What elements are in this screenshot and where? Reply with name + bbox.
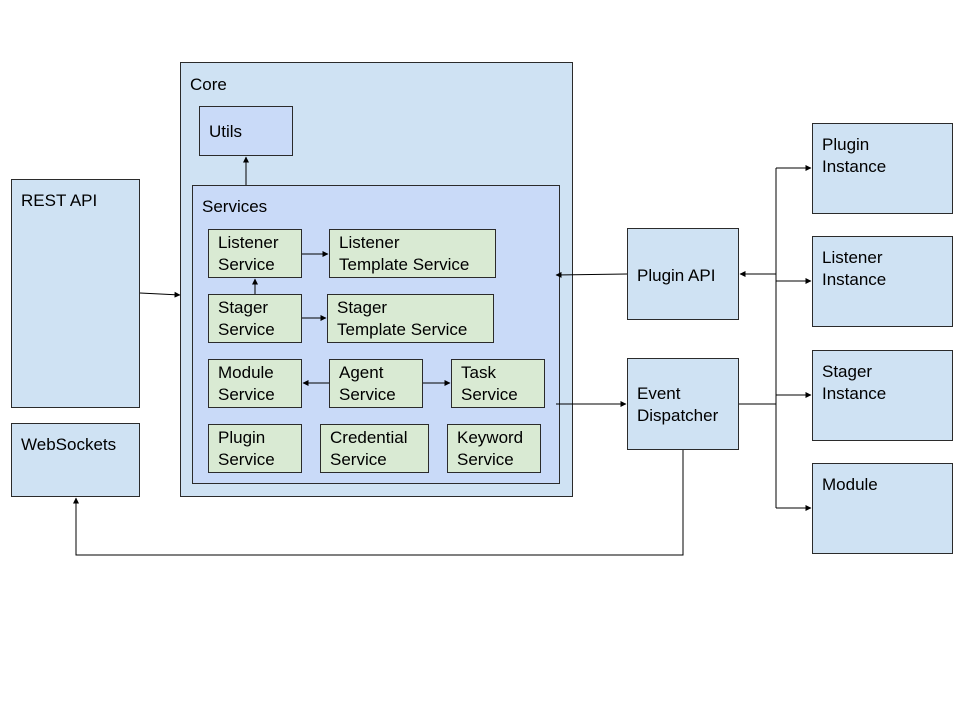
module-box: Module bbox=[812, 463, 953, 554]
plugin-api-label: Plugin API bbox=[637, 266, 716, 285]
edge-plugin-api-to-services bbox=[555, 271, 628, 278]
edge-event-dispatcher-to-websockets bbox=[73, 450, 684, 556]
credential-service-label: Credential Service bbox=[330, 428, 408, 469]
plugin-service-box: Plugin Service bbox=[208, 424, 302, 473]
listener-service-label: Listener Service bbox=[218, 233, 279, 274]
plugin-api-box: Plugin API bbox=[627, 228, 739, 320]
stager-service-box: Stager Service bbox=[208, 294, 302, 343]
plugin-instance-box: Plugin Instance bbox=[812, 123, 953, 214]
plugin-service-label: Plugin Service bbox=[218, 428, 275, 469]
module-service-label: Module Service bbox=[218, 363, 275, 404]
edge-rest-api-to-core bbox=[139, 291, 181, 298]
stager-template-service-label: Stager Template Service bbox=[337, 298, 468, 339]
plugin-instance-label: Plugin Instance bbox=[822, 135, 887, 176]
utils-box: Utils bbox=[199, 106, 293, 156]
stager-instance-box: Stager Instance bbox=[812, 350, 953, 441]
keyword-service-label: Keyword Service bbox=[457, 428, 524, 469]
rest-api-label: REST API bbox=[21, 191, 98, 210]
listener-instance-label: Listener Instance bbox=[822, 248, 887, 289]
utils-label: Utils bbox=[209, 122, 243, 141]
stager-template-service-box: Stager Template Service bbox=[327, 294, 494, 343]
module-label: Module bbox=[822, 475, 878, 494]
listener-service-box: Listener Service bbox=[208, 229, 302, 278]
stager-instance-label: Stager Instance bbox=[822, 362, 887, 403]
websockets-box: WebSockets bbox=[11, 423, 140, 497]
keyword-service-box: Keyword Service bbox=[447, 424, 541, 473]
services-label: Services bbox=[202, 197, 268, 216]
listener-template-service-box: Listener Template Service bbox=[329, 229, 496, 278]
rest-api-box: REST API bbox=[11, 179, 140, 408]
stager-service-label: Stager Service bbox=[218, 298, 275, 339]
task-service-box: Task Service bbox=[451, 359, 545, 408]
websockets-label: WebSockets bbox=[21, 435, 117, 454]
agent-service-label: Agent Service bbox=[339, 363, 396, 404]
listener-instance-box: Listener Instance bbox=[812, 236, 953, 327]
credential-service-box: Credential Service bbox=[320, 424, 429, 473]
agent-service-box: Agent Service bbox=[329, 359, 423, 408]
core-label: Core bbox=[190, 75, 227, 94]
module-service-box: Module Service bbox=[208, 359, 302, 408]
listener-template-service-label: Listener Template Service bbox=[339, 233, 470, 274]
task-service-label: Task Service bbox=[461, 363, 518, 404]
event-dispatcher-box: Event Dispatcher bbox=[627, 358, 739, 450]
event-dispatcher-label: Event Dispatcher bbox=[637, 384, 719, 425]
